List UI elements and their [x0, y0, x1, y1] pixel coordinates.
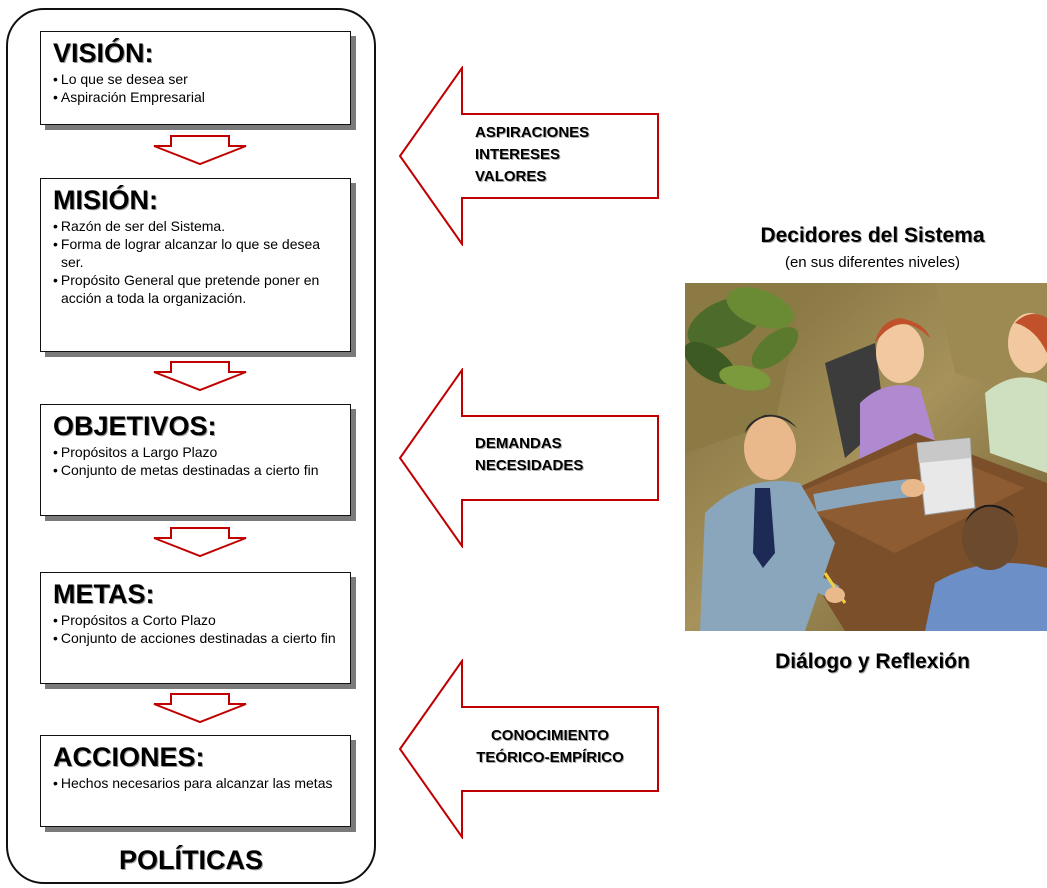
arrow-label: CONOCIMIENTO TEÓRICO-EMPÍRICO — [440, 725, 660, 769]
down-arrow-icon — [153, 135, 247, 166]
objectives-block: OBJETIVOS: Propósitos a Largo Plazo Conj… — [40, 404, 351, 516]
left-arrow-icon — [398, 66, 659, 246]
arrow-label-line: ASPIRACIONES — [475, 124, 590, 141]
actions-title: ACCIONES: — [53, 742, 205, 772]
down-arrow-icon — [153, 361, 247, 392]
vision-bullet: Aspiración Empresarial — [53, 88, 340, 106]
actions-block: ACCIONES: Hechos necesarios para alcanza… — [40, 735, 351, 827]
arrow-label-line: DEMANDAS — [475, 435, 562, 452]
goals-bullet: Conjunto de acciones destinadas a cierto… — [53, 629, 340, 647]
arrow-label-line: VALORES — [475, 168, 547, 185]
mission-title: MISIÓN: — [53, 185, 158, 215]
mission-bullet: Propósito General que pretende poner en … — [53, 271, 340, 307]
dialogue-caption: Diálogo y Reflexión — [775, 650, 970, 673]
arrow-label-line: NECESIDADES — [475, 457, 584, 474]
objectives-bullet: Conjunto de metas destinadas a cierto fi… — [53, 461, 340, 479]
mission-bullet: Forma de lograr alcanzar lo que se desea… — [53, 235, 340, 271]
goals-block: METAS: Propósitos a Corto Plazo Conjunto… — [40, 572, 351, 684]
arrow-label-line: TEÓRICO-EMPÍRICO — [476, 749, 624, 766]
goals-title: METAS: — [53, 579, 155, 609]
vision-title: VISIÓN: — [53, 38, 154, 68]
vision-bullet: Lo que se desea ser — [53, 70, 340, 88]
actions-bullet: Hechos necesarios para alcanzar las meta… — [53, 774, 340, 792]
business-meeting-clipart-icon — [685, 283, 1047, 631]
goals-bullet: Propósitos a Corto Plazo — [53, 611, 340, 629]
objectives-bullet: Propósitos a Largo Plazo — [53, 443, 340, 461]
deciders-title: Decidores del Sistema — [760, 224, 985, 247]
down-arrow-icon — [153, 527, 247, 558]
arrow-label-line: CONOCIMIENTO — [490, 727, 610, 744]
arrow-label: DEMANDAS NECESIDADES — [475, 433, 583, 477]
arrow-label: ASPIRACIONES INTERESES VALORES — [475, 122, 589, 188]
down-arrow-icon — [153, 693, 247, 724]
policies-frame — [6, 8, 376, 884]
objectives-title: OBJETIVOS: — [53, 411, 217, 441]
arrow-label-line: INTERESES — [475, 146, 561, 163]
left-arrow-icon — [398, 659, 659, 839]
deciders-subtitle: (en sus diferentes niveles) — [784, 254, 961, 271]
mission-bullet: Razón de ser del Sistema. — [53, 217, 340, 235]
mission-block: MISIÓN: Razón de ser del Sistema. Forma … — [40, 178, 351, 352]
policies-label: POLÍTICAS — [118, 845, 263, 875]
vision-block: VISIÓN: Lo que se desea ser Aspiración E… — [40, 31, 351, 125]
left-arrow-icon — [398, 368, 659, 548]
